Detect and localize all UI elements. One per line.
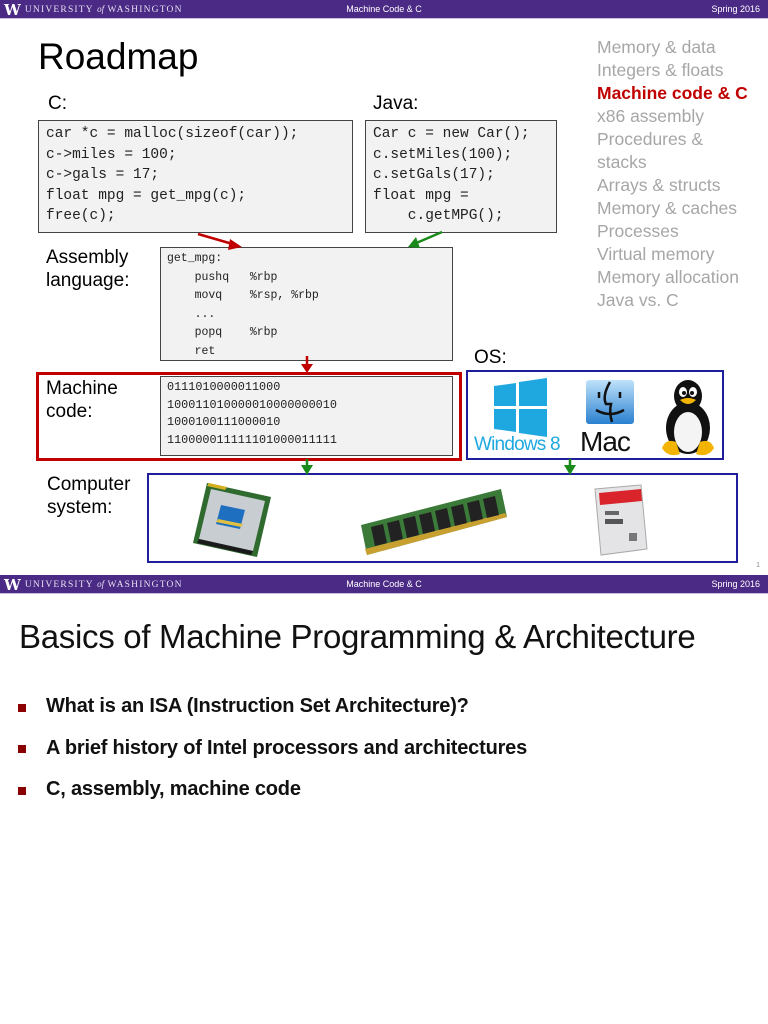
slide-2-title: Basics of Machine Programming & Architec… (19, 618, 696, 655)
bullet-item: C, assembly, machine code (18, 769, 527, 811)
memory-module-icon (361, 489, 507, 555)
os-frame: Windows 8 Mac (466, 370, 724, 460)
slide-header-bar-2: W UNIVERSITY of WASHINGTON Machine Code … (0, 575, 768, 594)
roadmap-item: Processes (597, 221, 679, 241)
os-item-linux (656, 376, 720, 458)
bullet-item: What is an ISA (Instruction Set Architec… (18, 686, 527, 728)
slide-title: Roadmap (38, 36, 199, 77)
os-item-windows: Windows 8 (472, 378, 564, 458)
mac-finder-icon (586, 380, 634, 424)
arrow-machine-to-computer (301, 459, 313, 475)
assembly-label: Assembly language: (46, 247, 130, 291)
roadmap-item: Memory & caches (597, 198, 738, 218)
university-wordmark: UNIVERSITY of WASHINGTON (24, 579, 183, 590)
roadmap-item: Virtual memory (597, 244, 715, 264)
roadmap-item: Procedures & (597, 129, 704, 149)
header-course-section: Machine Code & C (346, 4, 422, 14)
slide-header-bar: W UNIVERSITY of WASHINGTON Machine Code … (0, 0, 768, 19)
c-code-box: car *c = malloc(sizeof(car)); c->miles =… (38, 120, 353, 233)
roadmap-item: Arrays & structs (597, 175, 721, 195)
w-logo-icon: W (4, 0, 21, 19)
university-wordmark: UNIVERSITY of WASHINGTON (24, 4, 183, 15)
bullet-item: A brief history of Intel processors and … (18, 728, 527, 770)
windows-8-label: Windows 8 (474, 434, 561, 455)
arrow-c-to-assembly (197, 232, 242, 250)
bullet-text: A brief history of Intel processors and … (46, 736, 528, 759)
computer-system-label: Computer system: (47, 474, 131, 518)
bullet-list: What is an ISA (Instruction Set Architec… (18, 686, 527, 811)
bullet-text: C, assembly, machine code (46, 778, 301, 801)
os-label: OS: (474, 347, 507, 368)
computer-system-frame (147, 473, 738, 563)
header-term: Spring 2016 (711, 579, 760, 589)
cpu-chip-icon (193, 483, 271, 557)
c-label: C: (48, 93, 67, 114)
java-label: Java: (373, 93, 419, 114)
header-course-section: Machine Code & C (346, 579, 422, 589)
assembly-code-box: get_mpg: pushq %rbp movq %rsp, %rbp ... … (160, 247, 453, 361)
flow-arrows (197, 230, 576, 475)
bullet-square-icon (18, 786, 26, 795)
roadmap-item: Machine code & C (597, 83, 748, 103)
bullet-text: What is an ISA (Instruction Set Architec… (46, 695, 469, 718)
arrow-assembly-to-machine (301, 356, 313, 373)
roadmap-item: Integers & floats (597, 60, 724, 80)
university-logo: W UNIVERSITY of WASHINGTON (4, 1, 183, 19)
roadmap-item: Memory & data (597, 37, 716, 57)
java-code-box: Car c = new Car(); c.setMiles(100); c.se… (365, 120, 557, 233)
ssd-drive-icon (594, 484, 648, 556)
header-term: Spring 2016 (711, 4, 760, 14)
windows-8-logo-icon (494, 378, 547, 437)
w-logo-icon: W (4, 575, 21, 594)
mac-label: Mac (580, 426, 631, 457)
machine-code-box: 0111010000011000 10001101000001000000001… (160, 376, 453, 456)
arrow-java-to-assembly (408, 230, 443, 248)
hardware-item-ssd (591, 483, 651, 557)
bullet-square-icon (18, 745, 26, 754)
hardware-item-cpu (187, 479, 277, 559)
hardware-item-memory (357, 481, 507, 559)
linux-tux-icon (662, 380, 714, 456)
os-item-mac: Mac (580, 376, 640, 460)
roadmap-item: stacks (597, 152, 647, 172)
bullet-square-icon (18, 703, 26, 712)
university-logo: W UNIVERSITY of WASHINGTON (4, 576, 183, 594)
machine-code-label: Machine code: (46, 378, 118, 422)
arrow-os-to-computer (564, 459, 576, 475)
machine-code-frame (36, 372, 462, 461)
roadmap-item: x86 assembly (597, 106, 704, 126)
roadmap-item: Memory allocation (597, 267, 739, 287)
roadmap-item: Java vs. C (597, 290, 679, 310)
slide-number: 1 (756, 562, 760, 569)
